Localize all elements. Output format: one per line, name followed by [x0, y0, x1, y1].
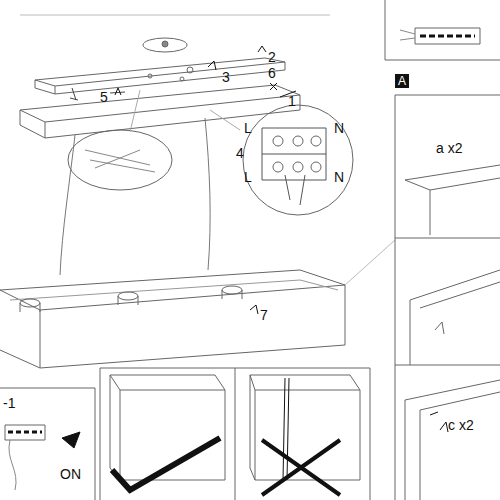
terminal-label: N: [334, 170, 344, 185]
switch-label: ON: [60, 467, 81, 482]
part-quantity: a x2: [436, 141, 462, 156]
callout-number: 7: [260, 308, 268, 323]
callout-number: -1: [3, 396, 15, 411]
part-quantity: c x2: [448, 418, 474, 433]
terminal-label: L: [244, 121, 252, 136]
callout-number: 3: [222, 70, 230, 85]
callout-number: 6: [268, 66, 276, 81]
terminal-label: N: [334, 121, 344, 136]
section-letter: A: [398, 74, 406, 88]
callout-number: 1: [288, 94, 296, 109]
section-badge: A: [395, 74, 409, 88]
terminal-label: L: [244, 170, 252, 185]
callout-number: 4: [236, 146, 244, 161]
callout-number: 5: [100, 90, 108, 105]
callout-number: 2: [268, 50, 276, 65]
